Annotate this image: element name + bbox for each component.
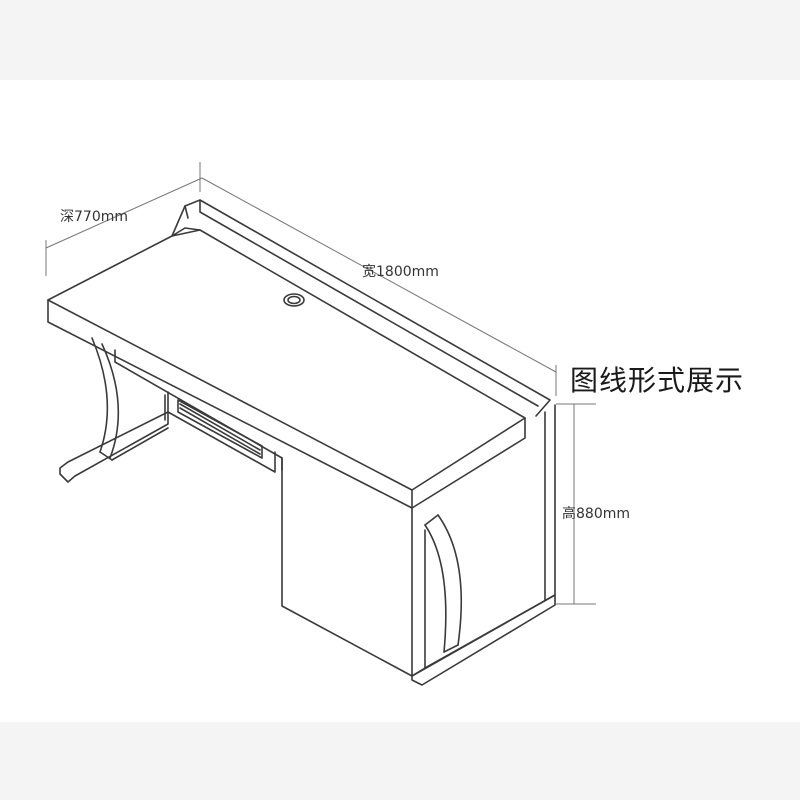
width-dimension-line	[201, 177, 557, 396]
left-leg	[59, 337, 169, 483]
depth-dimension-line	[45, 162, 203, 276]
top-band	[0, 0, 800, 80]
keyboard-drawer	[114, 349, 283, 473]
width-label: 宽1800mm	[362, 263, 439, 280]
cable-grommet	[283, 293, 305, 307]
diagram-caption: 图线形式展示	[570, 364, 744, 397]
depth-label: 深770mm	[60, 209, 128, 225]
right-curved-leg	[424, 514, 463, 653]
desk-back-rail	[171, 199, 551, 417]
right-foot-rail	[411, 594, 556, 686]
diagram-canvas	[0, 80, 800, 722]
bottom-band	[0, 722, 800, 800]
desk-top	[47, 227, 526, 509]
height-label: 高880mm	[562, 505, 630, 522]
height-dimension-line	[556, 403, 596, 605]
